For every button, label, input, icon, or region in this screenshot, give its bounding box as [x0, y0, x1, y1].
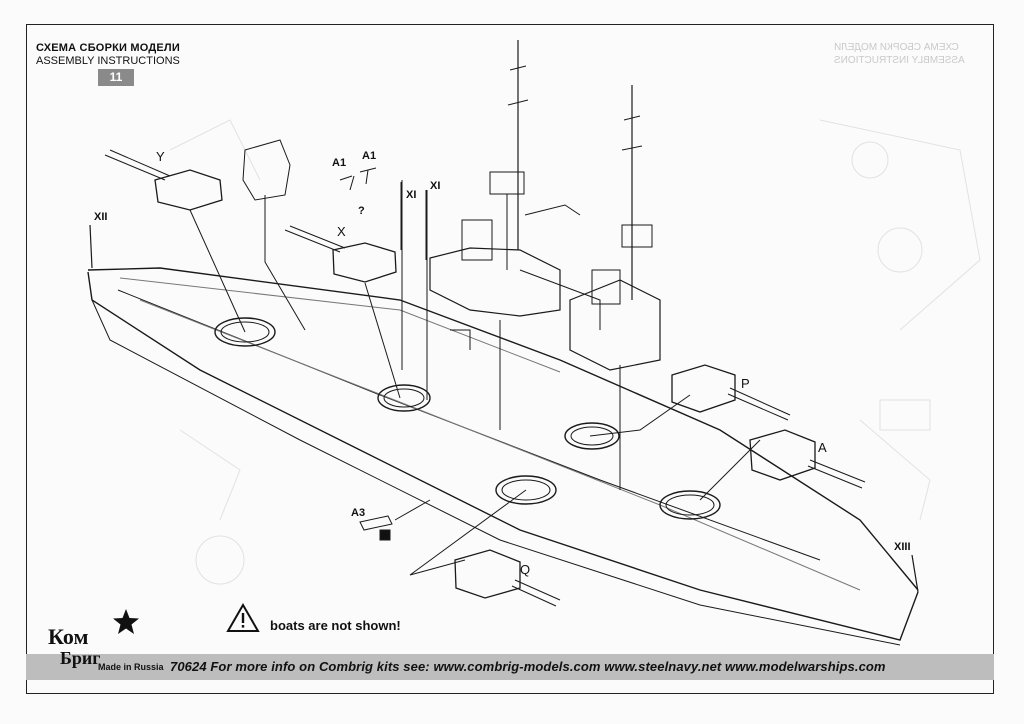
page-frame	[26, 24, 994, 694]
label-part-xiii: XIII	[894, 541, 911, 553]
logo-text-line2: Бриг	[60, 648, 101, 668]
title-english: ASSEMBLY INSTRUCTIONS	[36, 55, 180, 67]
label-turret-q: Q	[520, 562, 531, 577]
warning-triangle-icon	[226, 603, 260, 632]
hull-side	[87, 271, 919, 641]
turret-y-drawing	[104, 149, 223, 211]
label-part-xi-left: XI	[406, 189, 417, 201]
label-turret-x: X	[337, 224, 346, 239]
turret-a-drawing	[749, 429, 866, 489]
label-part-xii: XII	[94, 211, 108, 223]
label-part-a1-right: A1	[362, 150, 377, 162]
label-turret-a: A	[818, 440, 827, 455]
label-part-xi-right: XI	[430, 180, 441, 192]
logo-made-in: Made in Russia	[98, 662, 164, 672]
label-part-a1-left: A1	[332, 157, 347, 169]
fore-superstructure	[429, 247, 561, 317]
logo-text-line1: Ком	[48, 624, 89, 649]
step-number-badge: 11	[98, 69, 134, 86]
star-logo-icon	[113, 609, 139, 634]
turret-q-drawing	[454, 549, 561, 607]
label-turret-p: P	[741, 376, 750, 391]
turret-x-drawing	[284, 225, 397, 283]
title-russian: СХЕМА СБОРКИ МОДЕЛИ	[36, 42, 180, 54]
label-part-a3: A3	[351, 507, 366, 519]
turret-p-drawing	[671, 364, 791, 421]
footer-bar	[26, 654, 994, 680]
boats-note: boats are not shown!	[270, 618, 401, 633]
label-question-mark: ?	[358, 205, 365, 217]
footer-info-text: 70624 For more info on Combrig kits see:…	[170, 659, 886, 674]
label-turret-y: Y	[156, 149, 165, 164]
hull-deck-edge	[87, 267, 919, 591]
